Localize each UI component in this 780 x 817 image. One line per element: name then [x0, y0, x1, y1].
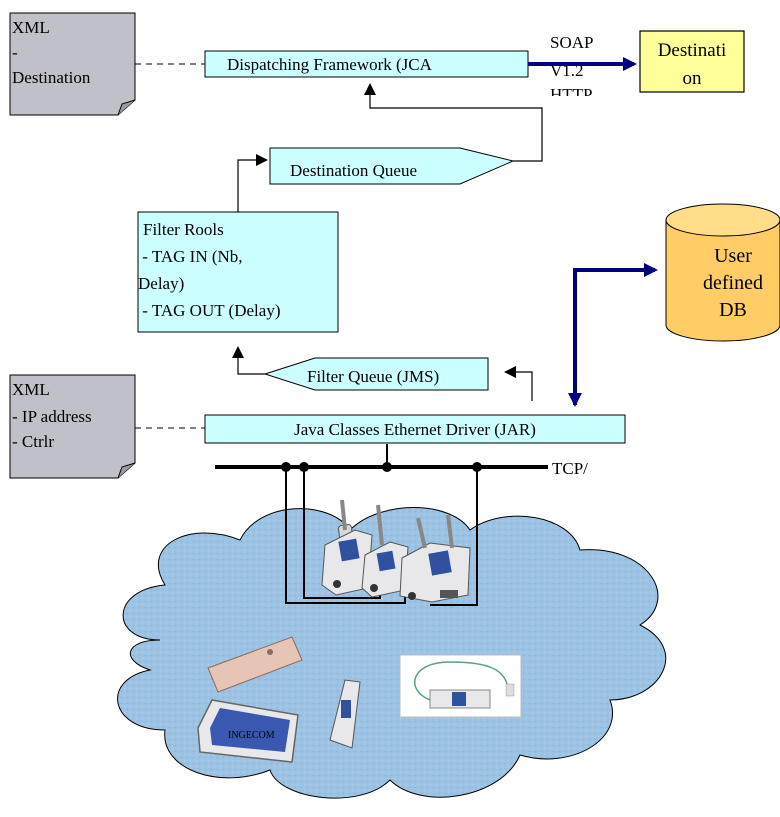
soap-line2: V1.2: [550, 61, 584, 80]
dispatching-framework-label: Dispatching Framework (JCA: [227, 55, 433, 74]
reader-device-1: [321, 499, 373, 596]
user-db-cylinder: User defined DB: [665, 203, 780, 342]
filter-queue: Filter Queue (JMS): [263, 357, 489, 391]
tag-reader-small: [329, 679, 361, 749]
driver-to-filterqueue-arrow: [504, 366, 533, 401]
filter-rules-line2: - TAG IN (Nb,: [138, 247, 243, 266]
soap-line3-clip: HTTP: [550, 85, 593, 104]
reader-device-2: [361, 504, 409, 598]
xml-ctrlr-note: XML - IP address - Ctrlr: [9, 374, 136, 479]
db-line1: User: [714, 245, 752, 267]
db-line2: defined: [703, 272, 763, 294]
soap-line3: HTTP: [550, 85, 593, 104]
xml-dest-line1: XML: [12, 18, 50, 37]
xml-dest-line3: Destination: [12, 68, 91, 87]
tag-stick: [207, 636, 303, 693]
xml-dest-line2: -: [12, 43, 18, 62]
destination-queue: Destination Queue: [269, 147, 515, 185]
rules-to-queue-arrow: [237, 154, 268, 212]
tcp-label: TCP/: [552, 459, 588, 478]
filter-rules-line4: - TAG OUT (Delay): [138, 301, 280, 320]
filterqueue-to-rules-arrow: [232, 346, 265, 375]
filter-rules-line1: Filter Rools: [143, 220, 224, 239]
dispatching-framework-box: Dispatching Framework (JCA: [204, 50, 529, 78]
filter-rules-line3: Delay): [138, 274, 184, 293]
xml-ctrlr-line1: XML: [12, 380, 50, 399]
reader-device-3: [399, 514, 471, 603]
queue-to-dispatch-arrow: [364, 83, 543, 162]
xml-ctrlr-line3: - Ctrlr: [12, 432, 54, 451]
tag-card: INGECOM: [197, 699, 299, 763]
xml-ctrlr-line2: - IP address: [12, 407, 92, 426]
filter-rules-box: Filter Rools - TAG IN (Nb, Delay) - TAG …: [137, 211, 339, 333]
destination-line2: on: [683, 68, 703, 89]
xml-destination-note: XML - Destination: [9, 12, 136, 116]
soap-line1: SOAP: [550, 33, 593, 52]
java-driver-label: Java Classes Ethernet Driver (JAR): [294, 420, 536, 439]
soap-label: SOAP V1.2 HTTP: [550, 33, 593, 104]
java-driver-box: Java Classes Ethernet Driver (JAR): [204, 414, 626, 444]
destination-box: Destinati on: [639, 30, 745, 93]
destination-line1: Destinati: [658, 40, 727, 61]
driver-db-link: [568, 263, 658, 407]
tag-brand-label: INGECOM: [228, 730, 275, 741]
tag-photo: [399, 654, 522, 718]
db-line3: DB: [719, 299, 747, 321]
filter-queue-label: Filter Queue (JMS): [307, 367, 439, 386]
destination-queue-label: Destination Queue: [290, 161, 417, 180]
tcp-bus: TCP/: [215, 459, 588, 478]
